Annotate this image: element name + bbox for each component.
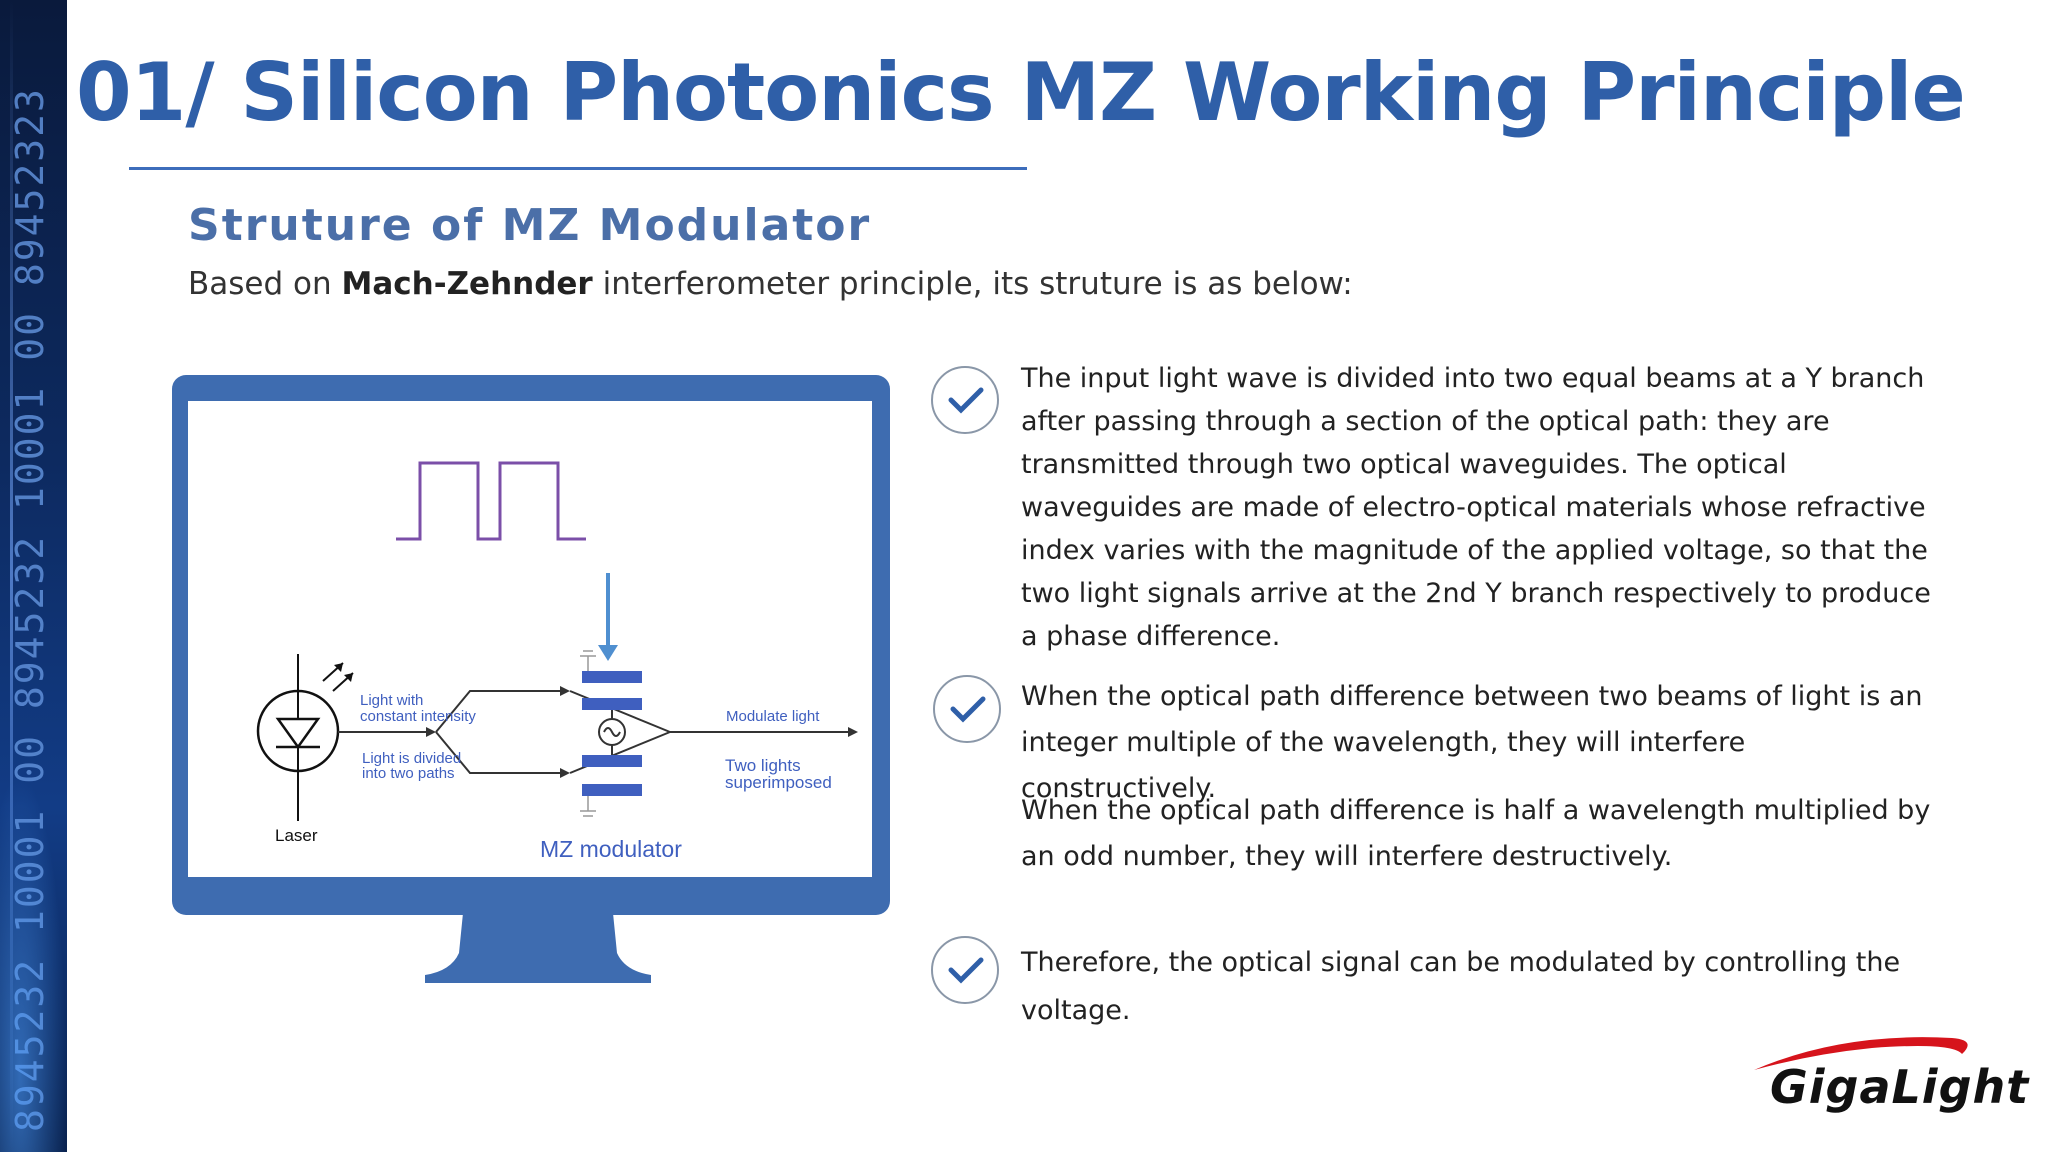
check-icon <box>931 366 999 434</box>
decorative-side-strip: 8945232 10001 00 8945232 10001 00 894523… <box>0 0 67 1152</box>
label-mz-modulator: MZ modulator <box>540 836 682 862</box>
logo-text: GigaLight <box>1770 1060 2030 1114</box>
label-light-with: Light with <box>360 692 423 709</box>
monitor-screen <box>188 401 872 877</box>
label-constant-intensity: constant intensity <box>360 708 476 725</box>
voltage-pulse-waveform <box>396 461 586 541</box>
lower-waveguide <box>435 731 560 774</box>
intro-sentence: Based on Mach-Zehnder interferometer pri… <box>188 266 1353 302</box>
check-icon <box>931 936 999 1004</box>
intro-prefix: Based on <box>188 266 342 302</box>
electrode-bottom <box>582 784 642 796</box>
label-superimposed: superimposed <box>725 773 832 792</box>
bullet-4-text: Therefore, the optical signal can be mod… <box>1021 947 1901 1026</box>
gigalight-logo: GigaLight <box>1752 1030 2028 1120</box>
voltage-arrow-head <box>598 645 618 661</box>
bullet-1-text: The input light wave is divided into two… <box>1021 363 1931 652</box>
bullet-2-text: When the optical path difference between… <box>1021 681 1923 804</box>
label-light-divided: Light is divided <box>362 750 461 767</box>
label-two-lights: Two lights <box>725 756 801 775</box>
page-title: 01/ Silicon Photonics MZ Working Princip… <box>76 46 1966 139</box>
label-laser: Laser <box>275 826 318 845</box>
electrode-top <box>582 671 642 683</box>
intro-suffix: interferometer principle, its struture i… <box>592 266 1353 302</box>
label-modulate-light: Modulate light <box>726 708 820 725</box>
monitor-stand <box>425 913 651 983</box>
mz-modulator-diagram: Light with constant intensity Light is d… <box>256 461 858 862</box>
upper-waveguide <box>435 690 560 733</box>
check-icon <box>933 675 1001 743</box>
intro-bold-term: Mach-Zehnder <box>341 266 593 302</box>
title-underline <box>129 167 1027 170</box>
bullet-3-text: When the optical path difference is half… <box>1021 795 1931 872</box>
label-two-paths: into two paths <box>362 765 455 782</box>
section-heading: Struture of MZ Modulator <box>188 200 872 251</box>
